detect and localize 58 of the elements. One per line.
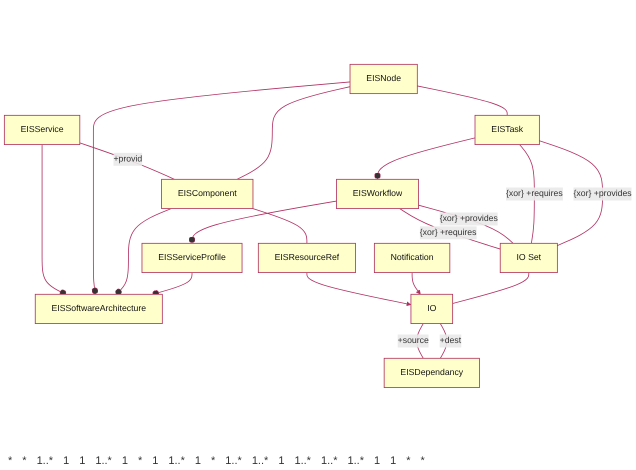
connector bbox=[92, 82, 350, 295]
connector bbox=[519, 144, 535, 244]
multiplicity-label: * bbox=[211, 455, 216, 467]
connector bbox=[115, 208, 172, 296]
edge-label: {xor} +requires bbox=[506, 189, 563, 198]
node-box: IO Set bbox=[500, 242, 558, 274]
node-box: IO bbox=[410, 294, 454, 324]
edge-label: +dest bbox=[440, 336, 462, 346]
node-box: EISWorkflow bbox=[336, 178, 419, 210]
connector bbox=[42, 144, 67, 296]
connector bbox=[538, 140, 603, 246]
connector bbox=[399, 208, 501, 250]
connector bbox=[252, 208, 308, 244]
edge-label: +provid bbox=[113, 154, 142, 164]
multiplicity-label: * bbox=[22, 455, 27, 467]
multiplicity-label: 1..* bbox=[36, 455, 54, 467]
multiplicity-label: * bbox=[406, 455, 411, 467]
connector bbox=[236, 86, 350, 180]
node-box: EISService bbox=[4, 114, 80, 146]
arrow bbox=[412, 272, 421, 295]
node-box: EISDependancy bbox=[384, 358, 480, 388]
node-box: EISServiceProfile bbox=[142, 242, 242, 274]
multiplicity-label: 1..* bbox=[252, 455, 268, 467]
multiplicity-label: 1 bbox=[122, 455, 128, 467]
node-box: EISTask bbox=[474, 114, 540, 146]
multiplicity-label: 1 bbox=[374, 455, 380, 467]
multiplicity-label: 1 bbox=[194, 455, 202, 467]
multiplicity-label: 1 bbox=[152, 455, 158, 467]
multiplicity-label: 1..* bbox=[347, 455, 364, 467]
edge-label: {xor} +requires bbox=[420, 228, 476, 238]
multiplicity-label: 1 bbox=[390, 455, 396, 467]
multiplicity-label: 1..* bbox=[225, 455, 242, 467]
node-box: EISResourceRef bbox=[258, 242, 356, 274]
edge-label: +source bbox=[398, 336, 429, 346]
multiplicity-label: 1..* bbox=[294, 455, 311, 467]
multiplicity-label: 1..* bbox=[95, 455, 112, 467]
node-box: EISNode bbox=[350, 64, 418, 94]
multiplicity-label: 1 bbox=[79, 455, 86, 467]
node-box: EISSoftwareArchitecture bbox=[34, 294, 163, 324]
arrow bbox=[306, 272, 412, 306]
connector bbox=[79, 142, 175, 180]
multiplicity-label: 1..* bbox=[168, 455, 185, 467]
connector bbox=[418, 204, 514, 244]
multiplicity-label: 1..* bbox=[320, 455, 338, 467]
connector bbox=[452, 272, 530, 304]
multiplicity-label: 1 bbox=[278, 455, 284, 467]
multiplicity-label: * bbox=[138, 455, 142, 467]
multiplicity-label: 1 bbox=[63, 455, 70, 467]
multiplicity-label: * bbox=[8, 455, 12, 467]
node-box: Notification bbox=[374, 242, 450, 274]
connector bbox=[440, 323, 448, 359]
connector bbox=[188, 200, 337, 244]
connector bbox=[374, 138, 476, 180]
node-box: EISComponent bbox=[161, 178, 254, 210]
edge-label: {xor} +provides bbox=[574, 189, 632, 198]
multiplicity-label: * bbox=[420, 455, 425, 467]
connector bbox=[416, 86, 508, 116]
edge-label: {xor} +provides bbox=[440, 214, 498, 224]
